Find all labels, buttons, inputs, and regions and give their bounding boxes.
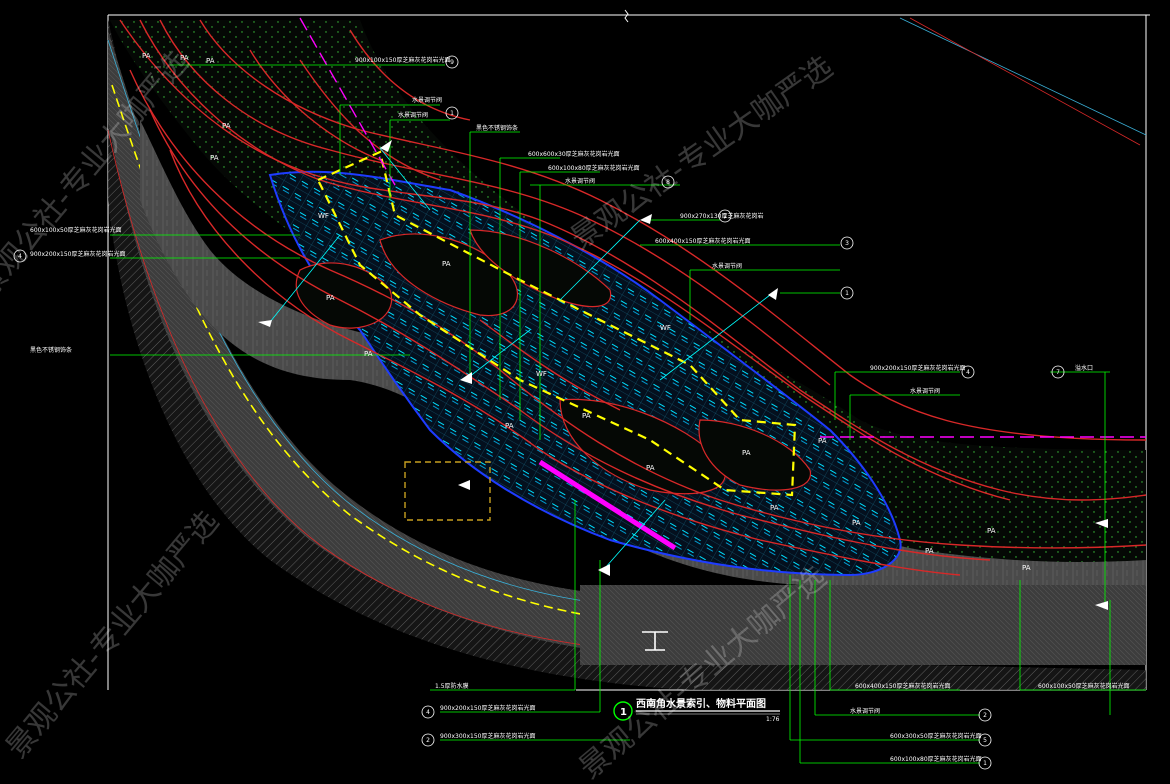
magenta-bar (538, 459, 677, 551)
ref-tag-2b (978, 708, 992, 722)
ref-tag-8 (661, 175, 675, 189)
title-scale: 1:76 (766, 716, 780, 723)
area-label: WF (660, 324, 671, 332)
area-label: PA (206, 57, 215, 65)
svg-text:8: 8 (666, 179, 670, 186)
area-label: PA (222, 122, 231, 130)
callout-top-7: 水景调节阀 (565, 177, 595, 185)
svg-text:3: 3 (845, 240, 849, 247)
index-outline (316, 150, 797, 497)
svg-text:1: 1 (723, 213, 727, 220)
callout-bottom-1: 1.5厚防水膜 (435, 682, 469, 690)
paving-edges (119, 19, 1147, 576)
svg-text:4: 4 (18, 253, 22, 260)
callout-bottom-2: 900x200x150厚芝麻灰花岗岩光面 (440, 704, 535, 712)
ref-tag-4a (13, 249, 27, 263)
svg-text:1: 1 (983, 760, 987, 767)
svg-text:2: 2 (983, 712, 987, 719)
callout-top-9: 600x400x150厚芝麻灰花岗岩光面 (655, 237, 750, 245)
callout-top-2: 水景调节阀 (412, 96, 442, 104)
area-label: PA (818, 437, 827, 445)
callout-top-10: 水景调节阀 (712, 262, 742, 270)
area-label: PA (210, 154, 219, 162)
svg-text:1: 1 (845, 290, 849, 297)
drawing-title: 1 西南角水景索引、物料平面图 1:76 (613, 697, 780, 723)
area-label: PA (852, 519, 861, 527)
area-label: PA (505, 422, 514, 430)
ref-tag-7 (1051, 365, 1065, 379)
cyan-leaders (269, 147, 771, 569)
area-label: PA (326, 294, 335, 302)
ref-tag-9 (445, 55, 459, 69)
green-leaders (110, 64, 1146, 764)
area-label: PA (646, 464, 655, 472)
ref-tag-1c (840, 286, 854, 300)
callout-left-1: 600x100x50厚芝麻灰花岗岩光面 (30, 226, 122, 234)
callout-top-4: 黑色不锈钢饰条 (476, 124, 518, 132)
area-label: PA (180, 54, 189, 62)
ref-tag-4b (961, 365, 975, 379)
drain-symbol (642, 631, 668, 651)
callout-bottom-8: 水景调节阀 (850, 707, 880, 715)
magenta-axis-diagonal (299, 17, 396, 186)
title-number-circle (613, 701, 633, 721)
area-label: PA (770, 504, 779, 512)
ref-tag-3 (840, 236, 854, 250)
area-label: PA (582, 412, 591, 420)
callout-bottom-3: 900x300x150厚芝麻灰花岗岩光面 (440, 732, 535, 740)
top-right-edges (899, 17, 1147, 146)
water-islands (295, 229, 811, 495)
ref-tag-5 (978, 733, 992, 747)
callout-top-8: 900x270x130厚芝麻灰花岗岩 (680, 212, 763, 220)
area-label: PA (742, 449, 751, 457)
svg-text:4: 4 (426, 709, 430, 716)
title-text: 西南角水景索引、物料平面图 (636, 697, 766, 710)
title-number: 1 (620, 707, 627, 718)
svg-text:2: 2 (426, 737, 430, 744)
svg-text:4: 4 (966, 369, 970, 376)
area-labels: PA PA PA PA PA PA PA PA PA PA PA PA PA P… (142, 52, 1031, 572)
bottom-paving (580, 585, 1146, 665)
arrow-markers (258, 140, 1108, 610)
area-label: PA (925, 547, 934, 555)
callout-top-5: 600x600x30厚芝麻灰花岗岩光面 (528, 150, 620, 158)
ref-tag-1d (978, 756, 992, 770)
callout-bottom-4: 600x400x150厚芝麻灰花岗岩光面 (855, 682, 950, 690)
callout-left-3: 黑色不锈钢饰条 (30, 346, 72, 354)
area-label: PA (987, 527, 996, 535)
area-label: WF (318, 212, 329, 220)
area-label: PA (442, 260, 451, 268)
watermark-2: 景观公社-专业大咖严选 (0, 505, 226, 766)
area-label: PA (364, 350, 373, 358)
callout-right-1: 900x200x150厚芝麻灰花岗岩光面 (870, 364, 965, 372)
ref-tag-2a (421, 733, 435, 747)
svg-text:5: 5 (983, 737, 987, 744)
svg-text:1: 1 (450, 110, 454, 117)
callout-top-3: 水景调节阀 (398, 111, 428, 119)
area-label: PA (142, 52, 151, 60)
area-label: WF (536, 370, 547, 378)
road-edge-red (107, 129, 1147, 656)
svg-text:9: 9 (450, 59, 454, 66)
area-label: PA (1022, 564, 1031, 572)
callout-bottom-6: 600x100x80厚芝麻灰花岗岩光面 (890, 755, 982, 763)
svg-text:7: 7 (1056, 369, 1060, 376)
ref-tag-1b (718, 209, 732, 223)
callout-right-3: 溢水口 (1075, 364, 1093, 372)
callout-top-6: 600x100x80厚芝麻灰花岗岩光面 (548, 164, 640, 172)
ref-tag-4c (421, 705, 435, 719)
reference-tags (13, 55, 1065, 770)
callout-bottom-5: 600x300x50厚芝麻灰花岗岩光面 (890, 732, 982, 740)
index-box (404, 461, 491, 521)
callout-texts: 900x100x150厚芝麻灰花岗岩光面 水景调节阀 水景调节阀 黑色不锈钢饰条… (30, 56, 1130, 763)
callout-right-2: 水景调节阀 (910, 387, 940, 395)
callout-left-2: 900x200x150厚芝麻灰花岗岩光面 (30, 250, 125, 258)
reference-tag-numbers: 9 1 8 1 3 1 4 4 7 4 2 2 5 1 (18, 59, 1060, 767)
callout-bottom-7: 600x100x50厚芝麻灰花岗岩光面 (1038, 682, 1130, 690)
callout-top-1: 900x100x150厚芝麻灰花岗岩光面 (355, 56, 450, 64)
ref-tag-1a (445, 106, 459, 120)
